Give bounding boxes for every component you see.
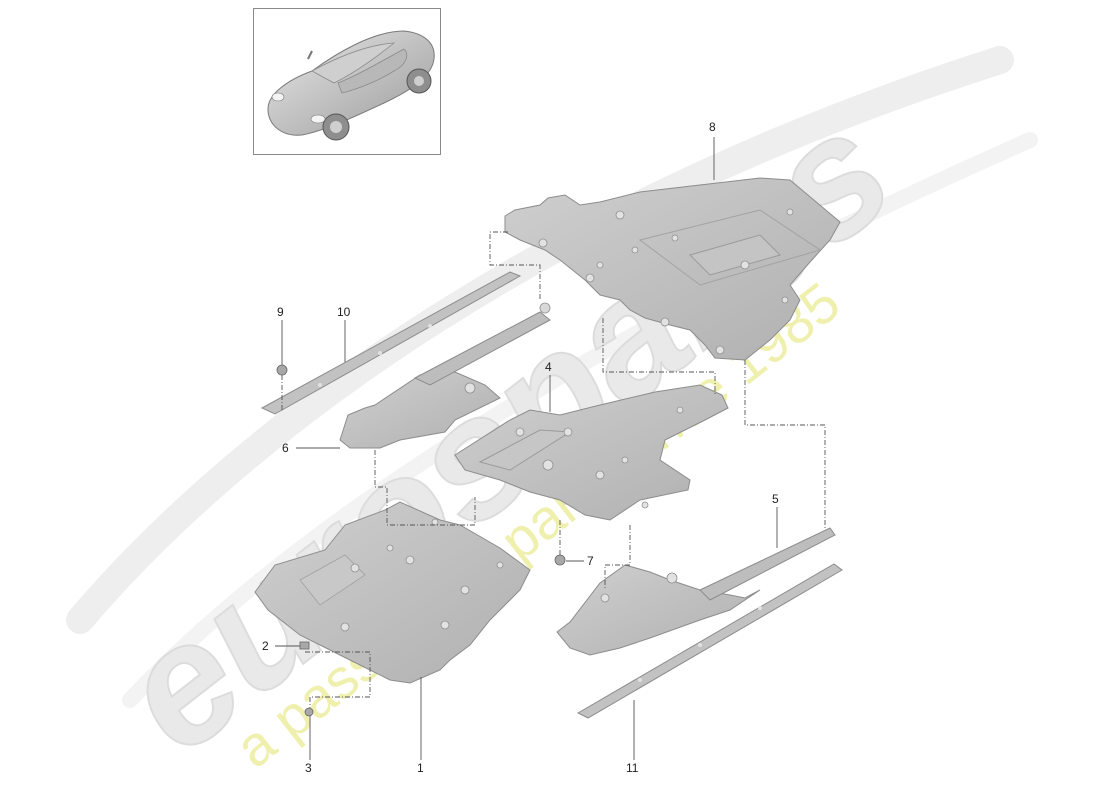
part-5-side-panel[interactable] [556,527,836,656]
callout-5[interactable]: 5 [772,492,779,506]
part-2-clip[interactable] [299,641,310,650]
part-9-nut[interactable] [276,364,288,376]
callout-6[interactable]: 6 [282,441,289,455]
callout-8[interactable]: 8 [709,120,716,134]
car-icon [267,30,435,141]
callout-1[interactable]: 1 [417,761,424,775]
callout-2[interactable]: 2 [262,639,269,653]
part-4-center-panel[interactable] [454,384,729,521]
car-thumbnail [253,8,441,155]
callout-7[interactable]: 7 [587,554,594,568]
part-1-front-underbody-panel[interactable] [254,501,531,684]
part-10-side-rail[interactable] [260,271,522,415]
assembly-lines [281,231,826,708]
part-8-rear-underbody-panel[interactable] [504,177,841,361]
part-3-screw[interactable] [304,707,314,717]
part-6-side-panel[interactable] [339,302,551,449]
part-11-side-rail[interactable] [576,563,843,719]
callout-9[interactable]: 9 [277,305,284,319]
leader-lines [275,137,778,760]
part-7-nut[interactable] [554,554,566,566]
callout-4[interactable]: 4 [545,360,552,374]
callout-3[interactable]: 3 [305,761,312,775]
callout-10[interactable]: 10 [337,305,351,319]
callout-11[interactable]: 11 [626,761,639,775]
